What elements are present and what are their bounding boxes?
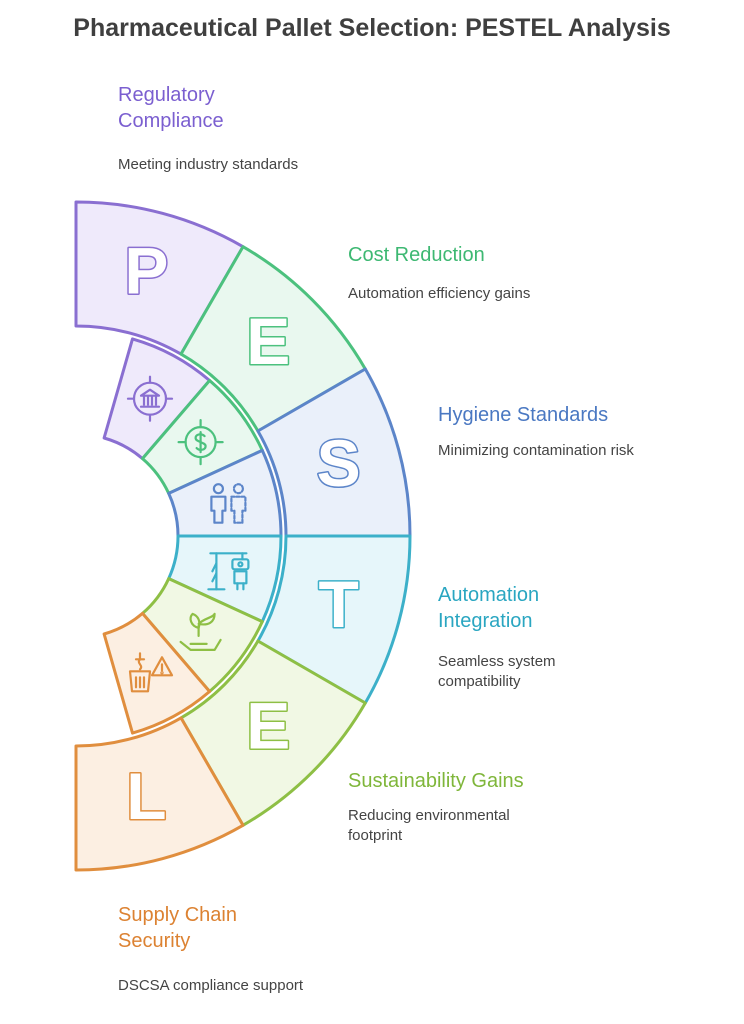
- icon-layer: [126, 375, 250, 693]
- label-title-regulatory: Regulatory Compliance: [118, 84, 224, 132]
- letter-regulatory: P: [124, 234, 168, 308]
- people-icon: [210, 483, 247, 524]
- letter-automation: T: [319, 567, 359, 641]
- outer-segment-supply-chain: [74, 716, 245, 872]
- label-desc-supply-chain: DSCSA compliance support: [118, 977, 304, 994]
- dollar-target-icon: [177, 419, 224, 466]
- crane-warning-icon: [128, 652, 174, 693]
- inner-ring: [102, 337, 283, 735]
- label-desc-cost: Automation efficiency gains: [348, 285, 531, 302]
- outer-ring: PESTEL: [74, 200, 412, 872]
- label-desc-automation: Seamless system compatibility: [438, 653, 556, 690]
- robot-arm-icon: [207, 552, 250, 591]
- letter-hygiene: S: [317, 426, 361, 500]
- label-desc-sustainability: Reducing environmental footprint: [348, 807, 510, 844]
- label-title-automation: Automation Integration: [438, 584, 540, 632]
- label-desc-hygiene: Minimizing contamination risk: [438, 442, 634, 459]
- label-title-supply-chain: Supply Chain Security: [118, 904, 237, 952]
- letter-supply-chain: L: [126, 759, 166, 833]
- letter-sustainability: E: [246, 689, 290, 763]
- label-title-hygiene: Hygiene Standards: [438, 404, 609, 426]
- page-title: Pharmaceutical Pallet Selection: PESTEL …: [73, 14, 671, 42]
- inner-segment-supply-chain: [102, 611, 212, 735]
- label-desc-regulatory: Meeting industry standards: [118, 156, 299, 173]
- label-title-cost: Cost Reduction: [348, 244, 485, 266]
- letter-cost: E: [246, 304, 290, 378]
- label-title-sustainability: Sustainability Gains: [348, 770, 524, 792]
- bank-target-icon: [126, 375, 174, 422]
- plant-hand-icon: [179, 612, 222, 652]
